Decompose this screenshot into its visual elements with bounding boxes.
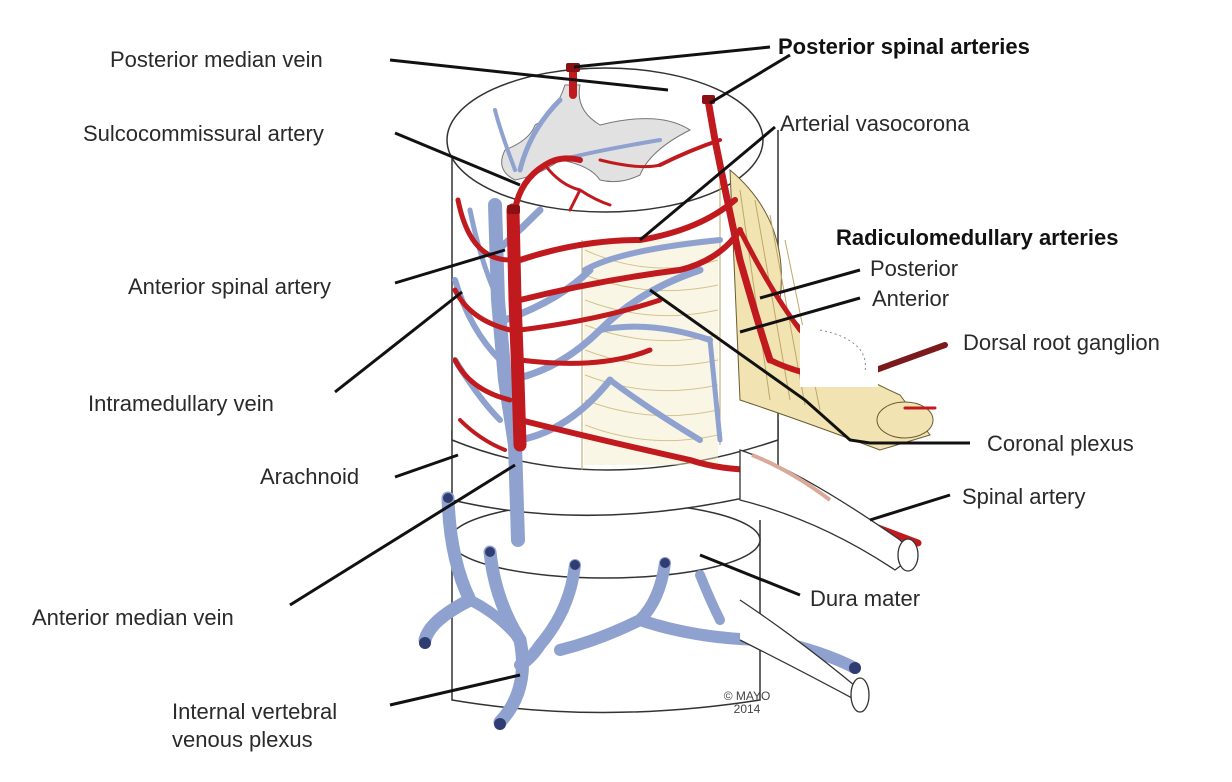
leader-sulcocommissural-artery [394, 131, 521, 187]
label-dorsal-root-ganglion: Dorsal root ganglion [963, 330, 1160, 355]
leader-lines [289, 45, 970, 707]
root-sleeve [739, 449, 919, 713]
label-anterior: Anterior [872, 286, 950, 311]
leader-dura-mater [699, 553, 801, 597]
label-arachnoid: Arachnoid [260, 464, 360, 489]
leader-posterior-spinal-arteries-b [709, 53, 791, 105]
label-arterial-vasocorona: Arterial vasocorona [780, 111, 970, 136]
leader-anterior-spinal-artery [394, 248, 506, 285]
leader-spinal-artery [869, 493, 951, 522]
leader-intramedullary-vein [334, 290, 463, 394]
label-posterior: Posterior [870, 256, 959, 281]
leader-arachnoid [394, 453, 459, 479]
gray-matter [501, 84, 691, 183]
leader-anterior-median-vein [289, 463, 516, 607]
label-internal-vertebral-venous-plexus: Internal vertebral venous plexus [172, 699, 338, 752]
label-spinal-artery: Spinal artery [962, 484, 1086, 509]
leader-coronal-plexus [649, 288, 970, 445]
label-intramedullary-vein: Intramedullary vein [88, 391, 274, 416]
leader-internal-vertebral-venous-plexus [389, 673, 521, 707]
label-anterior-spinal-artery: Anterior spinal artery [128, 274, 331, 299]
lateral-column-shading [584, 240, 718, 465]
label-posterior-median-vein: Posterior median vein [110, 47, 323, 72]
whiteout-patch [800, 325, 878, 387]
label-radiculomedullary-arteries: Radiculomedullary arteries [836, 225, 1119, 250]
label-posterior-spinal-arteries: Posterior spinal arteries [778, 34, 1030, 59]
leader-radiculomedullary-anterior [739, 296, 861, 334]
label-dura-mater: Dura mater [810, 586, 921, 611]
label-sulcocommissural-artery: Sulcocommissural artery [83, 121, 324, 146]
arteries [452, 64, 948, 547]
leader-posterior-spinal-arteries-a [573, 45, 771, 69]
leader-radiculomedullary-posterior [759, 268, 861, 300]
leader-arterial-vasocorona [639, 125, 776, 242]
copyright-credit: © MAYO 2014 [723, 689, 771, 716]
label-coronal-plexus: Coronal plexus [987, 431, 1134, 456]
vein-endcaps [419, 493, 861, 730]
label-anterior-median-vein: Anterior median vein [32, 605, 234, 630]
leader-posterior-median-vein [389, 58, 669, 92]
